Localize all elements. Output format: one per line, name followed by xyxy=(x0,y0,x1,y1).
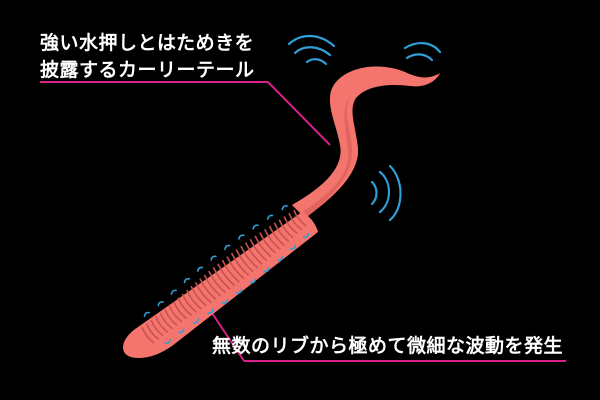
body-rib xyxy=(181,293,197,313)
body-rib xyxy=(259,232,277,254)
body-rib xyxy=(141,326,155,344)
body-rib xyxy=(288,212,303,231)
tail-shadow xyxy=(300,96,352,218)
body-rib xyxy=(208,270,226,294)
body-rib xyxy=(217,263,236,287)
rib-wave-mark xyxy=(238,234,245,240)
body-rib xyxy=(159,312,173,330)
body-rib xyxy=(235,249,254,273)
body-rib xyxy=(268,225,285,246)
rib-wave-mark xyxy=(289,244,297,250)
worm-body xyxy=(123,209,318,358)
body-rib xyxy=(263,229,281,250)
body-rib xyxy=(293,209,307,227)
rib-wave-mark xyxy=(252,224,259,230)
callout-ribs: 無数のリブから極めて微細な波動を発生 xyxy=(211,335,563,357)
body-rib xyxy=(244,242,263,265)
body-rib xyxy=(278,219,294,239)
rib-wave-mark xyxy=(210,255,217,261)
body-rib xyxy=(150,319,164,337)
body-rib xyxy=(190,285,207,307)
rib-wave-mark xyxy=(235,288,243,294)
body-rib xyxy=(172,301,188,320)
body-rib xyxy=(177,297,193,317)
callout-tail: 強い水押しとはためきを 披露するカーリーテール xyxy=(40,30,255,84)
rib-wave-mark xyxy=(143,311,151,318)
callout-tail-line-2: 披露するカーリーテール xyxy=(40,59,255,81)
body-rib xyxy=(240,245,259,269)
rib-wave-marks xyxy=(143,205,310,345)
rib-wave-mark xyxy=(249,278,257,284)
rib-wave-mark xyxy=(221,298,229,305)
rib-wave-mark xyxy=(164,338,171,345)
body-rib xyxy=(154,316,169,333)
body-ribs xyxy=(141,209,307,344)
callout-tail-line-1: 強い水押しとはためきを xyxy=(40,32,255,54)
body-rib xyxy=(186,289,202,310)
rib-wave-mark xyxy=(281,205,288,211)
body-rib xyxy=(273,222,290,243)
body-rib xyxy=(199,278,217,300)
body-rib xyxy=(212,267,231,290)
body-rib xyxy=(230,252,250,276)
wave-vibration-icon xyxy=(287,34,442,222)
body-rib xyxy=(145,323,160,341)
body-rib xyxy=(203,274,222,297)
curly-tail xyxy=(292,66,440,219)
rib-wave-mark xyxy=(263,267,270,273)
body-rib xyxy=(283,216,298,235)
body-rib xyxy=(164,309,178,326)
body-rib xyxy=(249,238,268,262)
rib-wave-mark xyxy=(224,244,231,251)
rib-wave-mark xyxy=(302,232,310,239)
rib-wave-mark xyxy=(157,301,164,307)
body-rib xyxy=(221,259,240,283)
leader-line-tail xyxy=(40,81,331,146)
rib-wave-mark xyxy=(196,266,204,272)
body-rib xyxy=(226,256,245,280)
rib-wave-mark xyxy=(192,318,200,324)
rib-wave-mark xyxy=(178,328,185,334)
rib-wave-mark xyxy=(207,308,214,315)
rib-wave-mark xyxy=(276,255,284,262)
body-rib xyxy=(254,235,272,258)
rib-wave-mark xyxy=(170,289,177,295)
rib-wave-mark xyxy=(266,214,274,220)
rib-wave-mark xyxy=(183,277,191,284)
body-rib xyxy=(168,305,183,323)
body-rib xyxy=(194,282,212,304)
